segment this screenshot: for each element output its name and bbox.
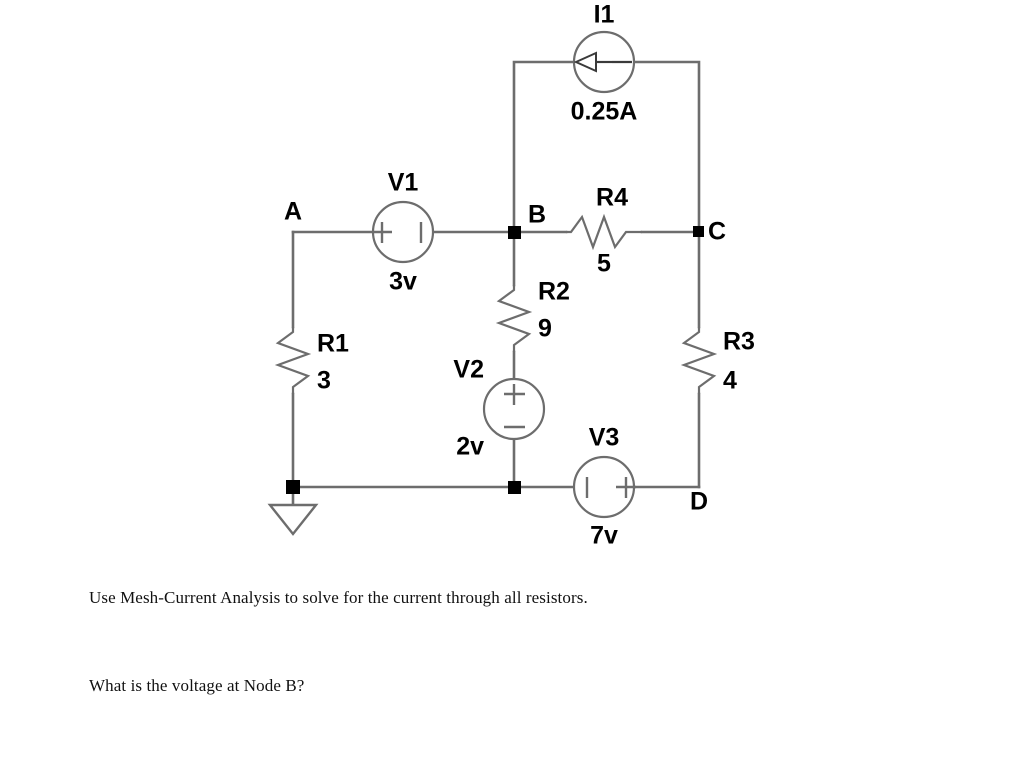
- node-dot-bottom: [508, 481, 521, 494]
- i1-name-label: I1: [594, 1, 615, 29]
- resistor-r1[interactable]: R1 3: [274, 327, 349, 395]
- ground-triangle: [267, 503, 319, 536]
- prompt-node-b-voltage: What is the voltage at Node B?: [89, 676, 305, 695]
- node-dot-ground: [286, 480, 300, 494]
- voltage-source-v1[interactable]: V1 3v: [371, 169, 435, 296]
- v2-value-label: 2v: [456, 433, 484, 461]
- node-dot-c: [693, 226, 704, 237]
- node-label-group: A B C D: [284, 198, 726, 516]
- r1-name-label: R1: [317, 330, 349, 358]
- ground-symbol: [267, 485, 319, 536]
- prompt-mesh-analysis: Use Mesh-Current Analysis to solve for t…: [89, 588, 588, 607]
- r2-value-label: 9: [538, 315, 552, 343]
- r4-zigzag: [566, 213, 642, 251]
- resistor-r4[interactable]: R4 5: [566, 184, 642, 278]
- node-dot-group: [286, 226, 704, 494]
- current-source-i1[interactable]: I1 0.25A: [571, 1, 638, 126]
- voltage-source-v3[interactable]: V3 7v: [572, 424, 636, 550]
- r1-zigzag: [274, 327, 312, 394]
- r3-zigzag: [680, 327, 718, 394]
- node-dot-b: [508, 226, 521, 239]
- r1-value-label: 3: [317, 367, 331, 395]
- node-label-c: C: [708, 218, 726, 246]
- node-label-b: B: [528, 201, 546, 229]
- voltage-source-v2[interactable]: V2 2v: [453, 356, 546, 461]
- v1-name-label: V1: [388, 169, 419, 197]
- r4-name-label: R4: [596, 184, 628, 212]
- v2-body: [482, 377, 546, 441]
- wire-group: [291, 60, 701, 489]
- wire-b-to-i1: [512, 60, 576, 234]
- node-label-a: A: [284, 198, 302, 226]
- circuit-diagram: I1 0.25A V1 3v V2 2v: [267, 1, 755, 550]
- resistor-r2[interactable]: R2 9: [495, 278, 570, 352]
- wire-i1-to-c: [632, 60, 701, 234]
- v1-value-label: 3v: [389, 268, 417, 296]
- r2-name-label: R2: [538, 278, 570, 306]
- r2-zigzag: [495, 285, 533, 352]
- v3-name-label: V3: [589, 424, 620, 452]
- i1-value-label: 0.25A: [571, 98, 638, 126]
- v2-name-label: V2: [453, 356, 484, 384]
- circuit-canvas: I1 0.25A V1 3v V2 2v: [267, 1, 755, 550]
- r3-value-label: 4: [723, 367, 737, 395]
- resistor-r3[interactable]: R3 4: [680, 327, 755, 395]
- r3-name-label: R3: [723, 328, 755, 356]
- r4-value-label: 5: [597, 250, 611, 278]
- node-label-d: D: [690, 488, 708, 516]
- v3-value-label: 7v: [590, 522, 618, 550]
